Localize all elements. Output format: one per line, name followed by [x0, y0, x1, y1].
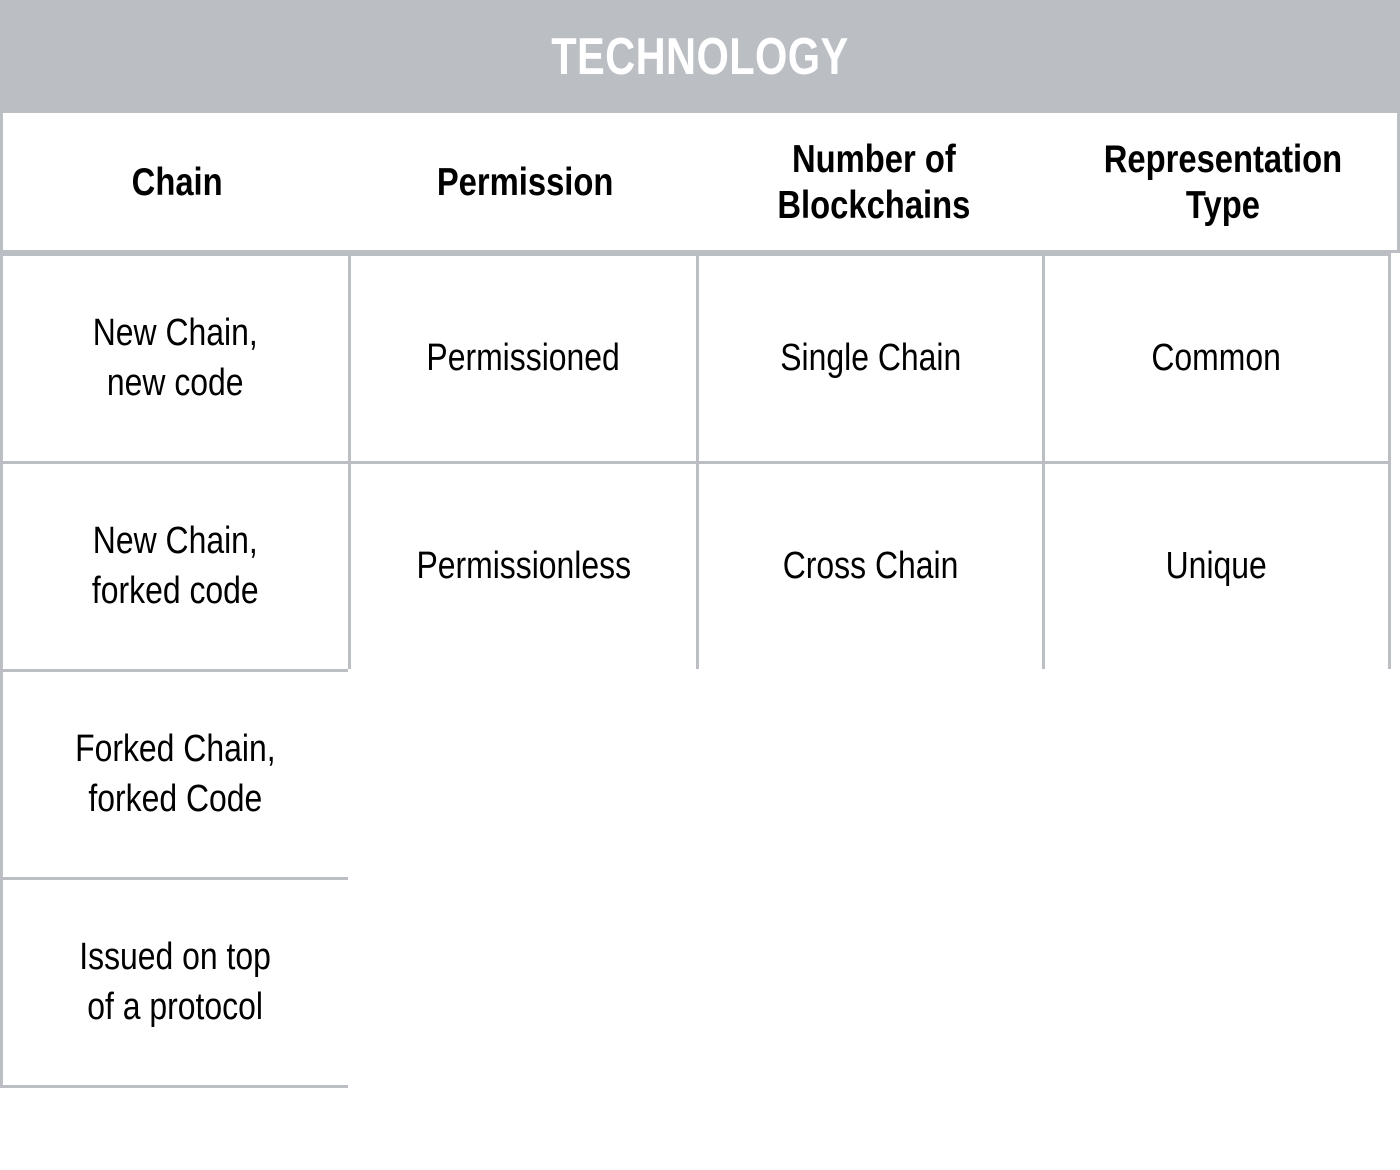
cell-chain-text: New Chain, new code: [92, 312, 258, 404]
table-header-row: Chain Permission Number of Blockchains R…: [0, 113, 1400, 253]
cell-permission: Permissioned: [348, 253, 699, 464]
cell-chain: Forked Chain, forked Code: [0, 669, 351, 880]
cell-number-of-blockchains-text: Cross Chain: [782, 544, 959, 587]
cell-permission-empty: [348, 669, 699, 880]
cell-representation-type: Unique: [1042, 461, 1391, 672]
table-row: Forked Chain, forked Code: [0, 669, 1400, 880]
column-header-number-of-blockchains-label: Number of Blockchains: [776, 137, 970, 227]
technology-table: Chain Permission Number of Blockchains R…: [0, 113, 1400, 1088]
cell-representation-type-text: Common: [1151, 336, 1282, 379]
cell-number-of-blockchains-empty: [696, 669, 1045, 880]
column-header-permission: Permission: [351, 113, 699, 253]
cell-permission-text: Permissioned: [426, 336, 621, 379]
cell-chain-text: Forked Chain, forked Code: [75, 728, 276, 820]
cell-permission: Permissionless: [348, 461, 699, 672]
cell-number-of-blockchains: Single Chain: [696, 253, 1045, 464]
cell-chain: New Chain, forked code: [0, 461, 351, 672]
cell-chain: Issued on top of a protocol: [0, 877, 351, 1088]
cell-permission-text: Permissionless: [416, 544, 631, 587]
cell-number-of-blockchains-empty: [696, 877, 1045, 1088]
cell-representation-type: Common: [1042, 253, 1391, 464]
column-header-chain: Chain: [3, 113, 351, 253]
table-row: New Chain, forked code Permissionless Cr…: [0, 461, 1400, 672]
cell-number-of-blockchains: Cross Chain: [696, 461, 1045, 672]
column-header-number-of-blockchains: Number of Blockchains: [699, 113, 1048, 253]
column-header-chain-label: Chain: [131, 160, 223, 204]
column-header-permission-label: Permission: [436, 160, 614, 204]
cell-representation-type-text: Unique: [1165, 544, 1268, 587]
column-header-representation-type: Representation Type: [1048, 113, 1397, 253]
page-title: TECHNOLOGY: [551, 27, 849, 86]
column-header-representation-type-label: Representation Type: [1103, 137, 1342, 227]
page-title-band: TECHNOLOGY: [0, 0, 1400, 113]
cell-number-of-blockchains-text: Single Chain: [779, 336, 961, 379]
cell-chain-text: New Chain, forked code: [92, 520, 259, 612]
table-row: Issued on top of a protocol: [0, 877, 1400, 1088]
table-row: New Chain, new code Permissioned Single …: [0, 253, 1400, 464]
cell-chain: New Chain, new code: [0, 253, 351, 464]
cell-chain-text: Issued on top of a protocol: [79, 936, 272, 1028]
cell-permission-empty: [348, 877, 699, 1088]
cell-representation-type-empty: [1042, 877, 1391, 1088]
cell-representation-type-empty: [1042, 669, 1391, 880]
